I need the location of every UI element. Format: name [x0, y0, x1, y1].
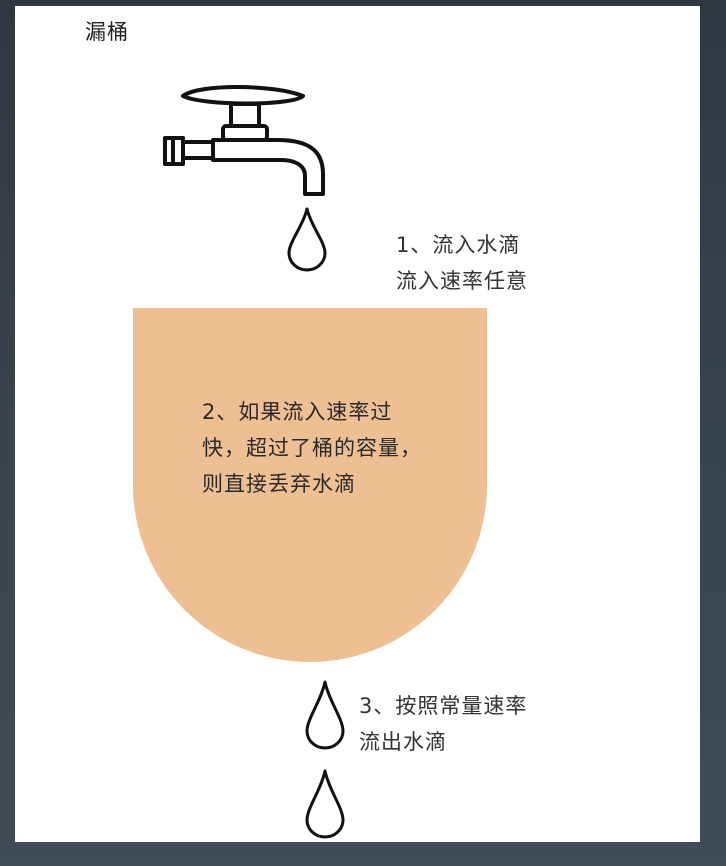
step-2-line-2: 快，超过了桶的容量， — [202, 436, 422, 460]
faucet-icon — [163, 85, 325, 196]
step-3-line-2: 流出水滴 — [359, 730, 447, 754]
step-1-line-2: 流入速率任意 — [396, 269, 528, 293]
step-1-line-1: 1、流入水滴 — [396, 233, 521, 257]
water-drop-icon — [305, 680, 345, 750]
bucket-shape — [133, 308, 487, 662]
diagram-title: 漏桶 — [85, 20, 129, 44]
step-2-line-1: 2、如果流入速率过 — [202, 400, 393, 424]
step-2-text: 2、如果流入速率过 快，超过了桶的容量， 则直接丢弃水滴 — [202, 394, 422, 502]
water-drop-icon — [305, 769, 345, 839]
diagram-canvas: 漏桶 1、流入水滴 流入速率任意 2、如果流入速率过 快，超过了桶的容量， 则直… — [15, 6, 700, 842]
water-drop-icon — [287, 207, 327, 272]
step-1-text: 1、流入水滴 流入速率任意 — [396, 227, 528, 299]
step-3-line-1: 3、按照常量速率 — [359, 694, 528, 718]
step-3-text: 3、按照常量速率 流出水滴 — [359, 688, 527, 760]
step-2-line-3: 则直接丢弃水滴 — [202, 472, 356, 496]
